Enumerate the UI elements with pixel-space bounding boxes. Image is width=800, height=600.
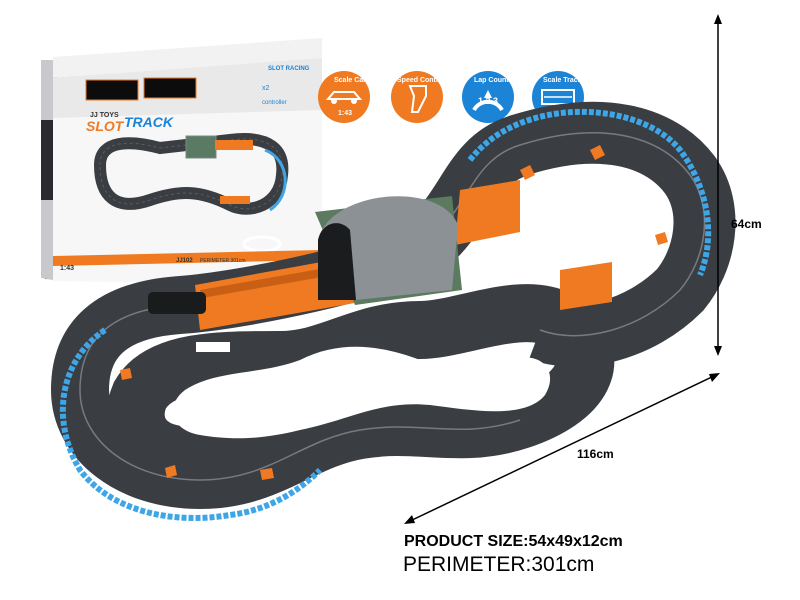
product-size-text: PRODUCT SIZE:54x49x12cm	[404, 533, 623, 550]
feature-label-lap-counter: Lap Counter	[474, 77, 516, 84]
perimeter-text: PERIMETER:301cm	[403, 553, 595, 576]
box-model-no: JJ102	[176, 258, 193, 264]
box-logo-word1: SLOT	[86, 118, 125, 134]
feature-label-speed-controller: Speed Controller	[397, 77, 454, 84]
feature-sub-scale-car: 1:43	[338, 110, 353, 117]
box-header-text: SLOT RACING	[268, 66, 310, 72]
box-scale-badge: 1:43	[60, 265, 74, 272]
height-label: 64cm	[731, 217, 762, 231]
feature-scale-car	[318, 71, 370, 123]
feature-sub-lap-counter: 1 2 3	[478, 96, 499, 106]
box-perimeter-small: PERIMETER 301cm	[200, 258, 246, 264]
feature-label-scale-track: Scale Track	[543, 77, 582, 84]
feature-lap-counter	[462, 71, 514, 123]
box-logo-word2: TRACK	[124, 114, 174, 130]
box-car-count: x2	[262, 85, 270, 92]
product-box	[41, 38, 322, 285]
width-arrow	[404, 373, 720, 524]
feature-label-scale-car: Scale Car	[334, 77, 366, 84]
width-label: 116cm	[577, 447, 614, 461]
box-brand-small: JJ TOYS	[90, 112, 119, 119]
box-controller-small: controller	[262, 100, 287, 106]
feature-speed-controller	[391, 71, 443, 123]
height-arrow	[714, 14, 722, 356]
race-track	[50, 101, 736, 521]
